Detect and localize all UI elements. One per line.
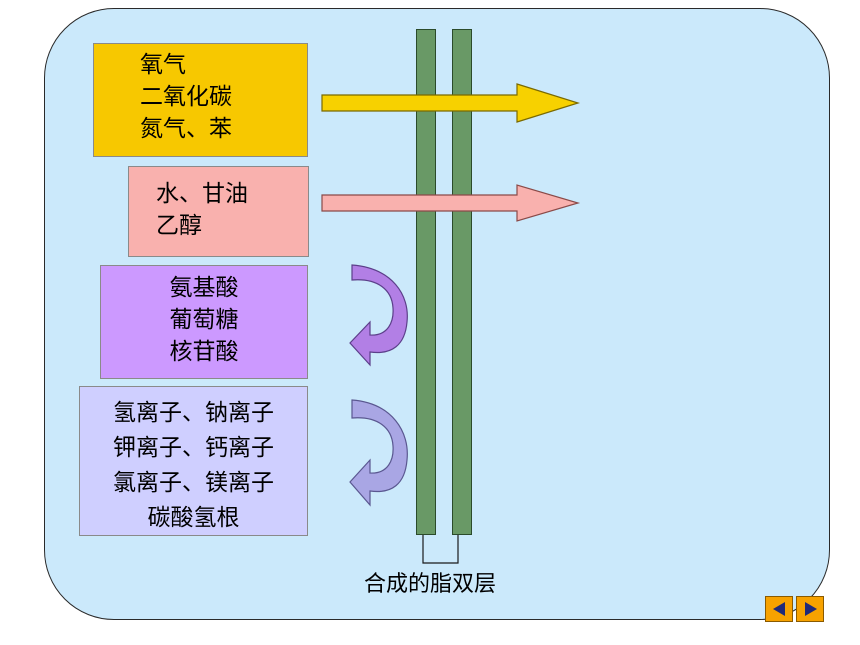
nav-prev-button[interactable] bbox=[765, 596, 793, 622]
ions-line-2: 钾离子、钙离子 bbox=[113, 435, 274, 461]
ions-line-4: 碳酸氢根 bbox=[147, 505, 240, 531]
amino-line-2: 葡萄糖 bbox=[169, 307, 239, 333]
amino-line-3: 核苷酸 bbox=[169, 339, 239, 365]
amino-blocked-arrow bbox=[349, 264, 408, 367]
gases-pass-arrow bbox=[321, 83, 581, 123]
bilayer-bracket bbox=[422, 535, 459, 564]
amino-box: 氨基酸 葡萄糖 核苷酸 bbox=[100, 265, 308, 379]
gases-line-1: 氧气 bbox=[140, 52, 186, 78]
gases-box: 氧气 二氧化碳 氮气、苯 bbox=[93, 43, 308, 157]
water-pass-arrow bbox=[321, 184, 581, 222]
triangle-left-icon bbox=[773, 602, 785, 616]
water-line-1: 水、甘油 bbox=[156, 181, 248, 207]
ions-blocked-arrow bbox=[349, 399, 408, 507]
membrane-bar-right bbox=[452, 29, 472, 535]
membrane-bar-left bbox=[416, 29, 436, 535]
gases-line-3: 氮气、苯 bbox=[140, 116, 232, 142]
bilayer-label: 合成的脂双层 bbox=[364, 572, 497, 597]
amino-line-1: 氨基酸 bbox=[169, 275, 239, 301]
triangle-right-icon bbox=[805, 602, 817, 616]
ions-line-3: 氯离子、镁离子 bbox=[113, 470, 274, 496]
ions-box: 氢离子、钠离子 钾离子、钙离子 氯离子、镁离子 碳酸氢根 bbox=[79, 386, 308, 536]
nav-next-button[interactable] bbox=[796, 596, 824, 622]
water-box: 水、甘油 乙醇 bbox=[128, 166, 309, 257]
gases-line-2: 二氧化碳 bbox=[140, 84, 232, 110]
ions-line-1: 氢离子、钠离子 bbox=[113, 400, 274, 426]
water-line-2: 乙醇 bbox=[156, 213, 202, 239]
